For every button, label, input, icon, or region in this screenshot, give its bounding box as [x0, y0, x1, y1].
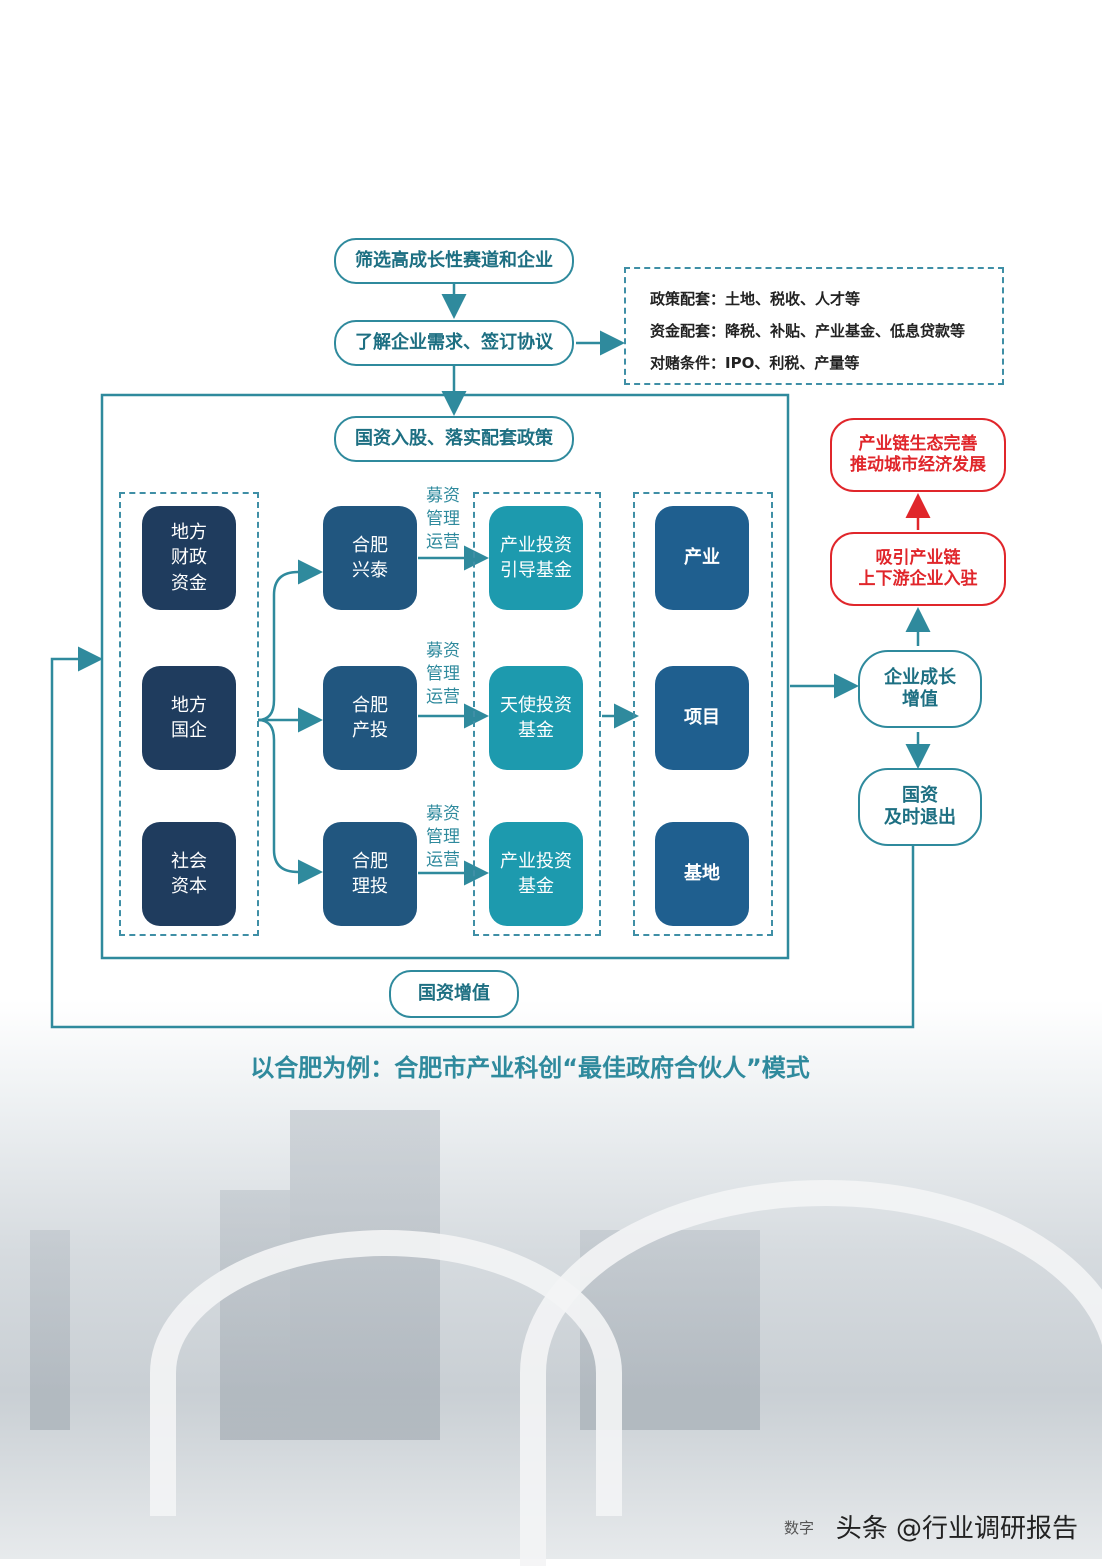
step-state-equity: 国资入股、落实配套政策 [334, 416, 574, 462]
platform-xingtai: 合肥 兴泰 [323, 506, 417, 610]
target-project: 项目 [655, 666, 749, 770]
targets-group [633, 492, 773, 936]
platform-chantou: 合肥 产投 [323, 666, 417, 770]
support-notes: 政策配套：土地、税收、人才等 资金配套：降税、补贴、产业基金、低息贷款等 对赌条… [624, 267, 1004, 385]
connector-lines [50, 284, 931, 1029]
target-base: 基地 [655, 822, 749, 926]
note-vam: 对赌条件：IPO、利税、产量等 [650, 354, 860, 372]
sources-group [119, 492, 259, 936]
state-exit: 国资 及时退出 [858, 768, 982, 846]
note-policy: 政策配套：土地、税收、人才等 [650, 290, 861, 308]
fund-action-label: 募资 管理 运营 [426, 641, 460, 707]
step-sign-agreement: 了解企业需求、签订协议 [334, 320, 574, 366]
source-social-capital: 社会 资本 [142, 822, 236, 926]
source-local-soe: 地方 国企 [142, 666, 236, 770]
note-funding: 资金配套：降税、补贴、产业基金、低息贷款等 [650, 322, 966, 340]
attract-upstream-downstream: 吸引产业链 上下游企业入驻 [830, 532, 1006, 606]
fund-industry: 产业投资 基金 [489, 822, 583, 926]
platform-litou: 合肥 理投 [323, 822, 417, 926]
fund-angel: 天使投资 基金 [489, 666, 583, 770]
fund-action-label: 募资 管理 运营 [426, 486, 460, 552]
ecosystem-development: 产业链生态完善 推动城市经济发展 [830, 418, 1006, 492]
fund-guidance: 产业投资 引导基金 [489, 506, 583, 610]
background-photo [0, 1000, 1102, 1566]
watermark: 头条 @行业调研报告 [835, 1514, 1078, 1544]
funds-group [473, 492, 601, 936]
state-value-added: 国资增值 [389, 970, 519, 1018]
target-industry: 产业 [655, 506, 749, 610]
watermark-small: 数字 [784, 1519, 815, 1537]
figure-caption: 以合肥为例：合肥市产业科创“最佳政府合伙人”模式 [250, 1054, 810, 1082]
enterprise-growth: 企业成长 增值 [858, 650, 982, 728]
fund-action-label: 募资 管理 运营 [426, 804, 460, 870]
step-screen-sectors: 筛选高成长性赛道和企业 [334, 238, 574, 284]
source-local-fiscal: 地方 财政 资金 [142, 506, 236, 610]
